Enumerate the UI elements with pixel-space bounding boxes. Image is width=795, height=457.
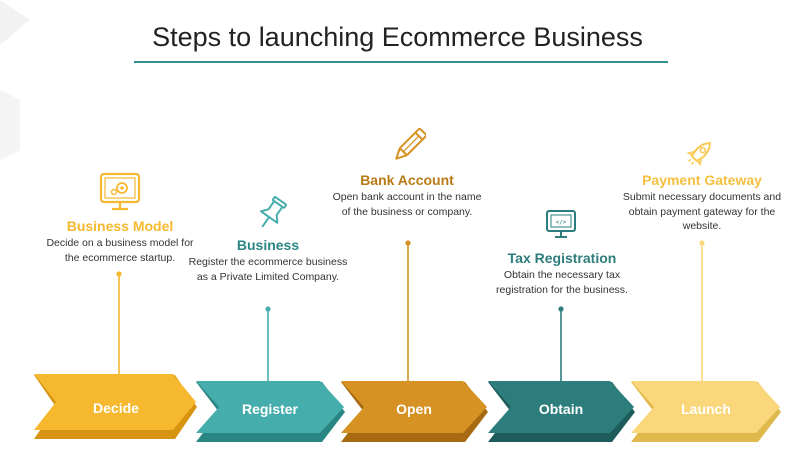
step-desc-business-model: Decide on a business model for the ecomm… <box>46 237 194 264</box>
connector-decide <box>116 271 122 384</box>
step-desc-business: Register the ecommerce business as a Pri… <box>188 256 348 283</box>
monitor-code-icon: </> <box>545 209 577 246</box>
chevron-label-decide: Decide <box>93 400 139 416</box>
page-title: Steps to launching Ecommerce Business <box>152 22 643 52</box>
title-underline <box>134 61 668 63</box>
chevron-label-open: Open <box>396 401 432 417</box>
chevron-launch <box>631 381 781 442</box>
chevron-label-launch: Launch <box>681 401 731 417</box>
chevron-obtain <box>488 381 635 442</box>
chevron-open <box>341 381 488 442</box>
step-title-tax-registration: Tax Registration <box>507 250 617 266</box>
step-desc-bank-account: Open bank account in the name of the bus… <box>332 191 482 218</box>
rocket-icon <box>684 137 716 174</box>
step-title-business: Business <box>236 237 300 253</box>
step-title-payment-gateway: Payment Gateway <box>642 172 762 188</box>
pushpin-icon <box>255 196 289 239</box>
chevron-label-obtain: Obtain <box>538 401 584 417</box>
step-title-bank-account: Bank Account <box>360 172 454 188</box>
pencil-icon <box>392 127 428 169</box>
svg-text:</>: </> <box>556 219 567 226</box>
step-title-business-model: Business Model <box>66 218 174 234</box>
step-desc-payment-gateway: Submit necessary documents and obtain pa… <box>622 191 782 232</box>
connector-open <box>405 240 411 384</box>
chevron-decide <box>34 374 197 439</box>
chevron-register <box>196 381 345 442</box>
background-shape <box>0 0 30 160</box>
chevron-label-register: Register <box>241 401 299 417</box>
connector-register <box>265 306 271 384</box>
step-desc-tax-registration: Obtain the necessary tax registration fo… <box>496 269 628 296</box>
connector-obtain <box>558 306 564 384</box>
monitor-gear-icon <box>99 172 141 217</box>
connector-launch <box>699 240 705 384</box>
